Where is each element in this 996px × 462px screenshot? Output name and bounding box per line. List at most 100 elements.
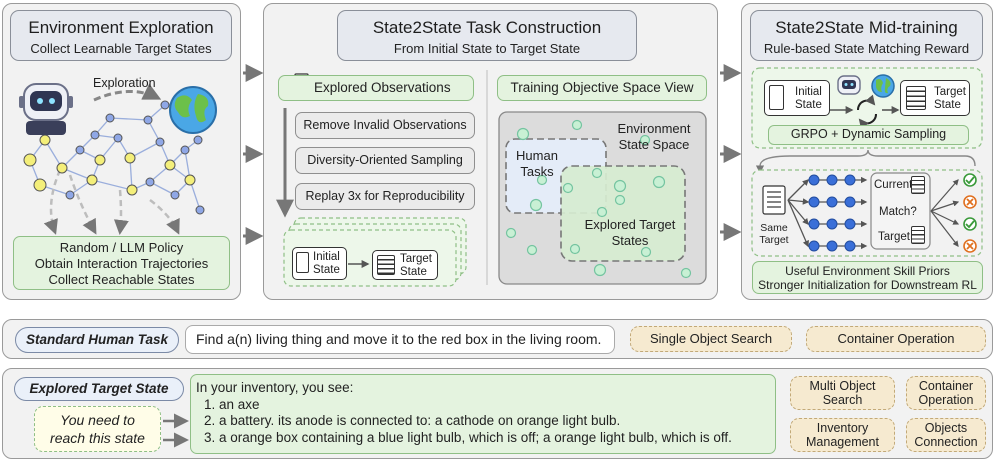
rollout-step [844,218,856,230]
policy-box: Random / LLM Policy Obtain Interaction T… [13,236,230,290]
cat-container-operation: Container Operation [806,326,986,352]
rollout-step [844,240,856,252]
step-diversity-sampling: Diversity-Oriented Sampling [295,147,475,174]
note-line: You need to [60,412,135,428]
grpo-box: GRPO + Dynamic Sampling [768,125,969,145]
state-dot [571,119,583,131]
target-state-label: Target State [400,253,432,278]
rollout-step [808,218,820,230]
priors-line: Stronger Initialization for Downstream R… [758,278,977,292]
graph-node [65,190,75,200]
state-dot [529,198,543,212]
list-icon-target [377,255,395,275]
explored-targets-label: Explored Target States [584,217,676,248]
state-dot [613,179,627,193]
cat-inventory-management: Inventory Management [790,418,895,452]
objective-view-label: Training Objective Space View [510,80,694,95]
graph-node [143,115,153,125]
state-dot [526,244,538,256]
state-dot [680,267,692,279]
human-task-text-box: Find a(n) living thing and move it to th… [185,325,615,354]
cat-line: Objects [924,421,968,435]
rollout-step [826,240,838,252]
match-current-doc-icon [911,176,925,194]
cat-single-object-search: Single Object Search [630,326,792,352]
graph-node [105,113,115,123]
panel3-title-box: State2State Mid-training Rule-based Stat… [750,10,983,61]
panel3-title: State2State Mid-training [775,18,958,37]
rollout-step [826,218,838,230]
cat-multi-object-search: Multi Object Search [790,376,895,410]
rollout-step [826,174,838,186]
note-line: reach this state [50,430,145,446]
check-icon [963,173,977,187]
priors-box: Useful Environment Skill Priors Stronger… [752,261,983,294]
panel2-title-box: State2State Task Construction From Initi… [337,10,637,61]
explored-target-state-tag: Explored Target State [14,377,184,401]
graph-node [126,184,138,196]
rollout-step [808,174,820,186]
objective-view-box: Training Objective Space View [497,75,707,101]
graph-node [124,152,136,164]
graph-node [33,178,47,192]
step-remove-invalid: Remove Invalid Observations [295,112,475,139]
graph-node [193,135,203,145]
cat-line: Management [806,435,879,449]
state-dot [596,206,608,218]
panel1-title: Environment Exploration [28,18,214,37]
reach-state-note: You need to reach this state [34,406,161,452]
target-document-icon [762,185,786,215]
cat-line: Connection [914,435,978,449]
graph-node [195,205,205,215]
panel1-title-box: Environment Exploration Collect Learnabl… [10,10,232,61]
globe-icon [169,86,217,134]
outcome-arrow [930,179,959,212]
human-task-text: Find a(n) living thing and move it to th… [196,331,602,347]
graph-edge [129,141,161,159]
graph-node [184,174,196,186]
cat-line: Operation [918,393,974,407]
p3-target-state-label: Target State [934,86,966,111]
check-mark [965,220,975,229]
graph-node [23,153,37,167]
state-dot [562,182,574,194]
outcome-arrow [930,210,959,247]
graph-edge [149,181,176,196]
graph-node [145,177,155,187]
exploration-label: Exploration [93,76,156,90]
state-dot [569,243,581,255]
robot-icon [19,83,73,135]
graph-node [113,133,123,143]
cat-objects-connection: Objects Connection [906,418,986,452]
graph-node [160,100,170,110]
policy-line: Random / LLM Policy [59,240,184,255]
cat-line: Container [918,379,974,393]
rollout-step [826,196,838,208]
rollout-step [808,240,820,252]
state-dot [593,263,607,277]
state-dot [536,174,548,186]
inventory-line: 2. a battery. its anode is connected to:… [204,413,621,428]
rollout-step [844,174,856,186]
panel1-subtitle: Collect Learnable Target States [30,41,212,56]
rollout-branch [787,199,809,248]
inventory-line: 1. an axe [204,396,260,412]
env-space-label: Environment State Space [617,121,691,152]
step-replay: Replay 3x for Reproducibility [295,183,475,210]
cat-container-operation-2: Container Operation [906,376,986,410]
graph-edge [91,179,133,191]
match-target-doc-icon [911,226,925,244]
cat-line: Inventory [816,421,869,435]
rollout-branch [787,179,809,201]
outcome-arrow [930,200,960,212]
p3-initial-state-label: Initial State [795,86,822,111]
match-label: Match? [879,206,917,218]
graph-node [180,145,190,155]
state-dot [516,127,530,141]
inventory-box: In your inventory, you see: 1. an axe 2.… [190,374,776,454]
cross-mark [966,198,974,206]
cycle-icon [856,94,878,130]
rollout-branch [787,198,810,205]
graph-node [56,162,68,174]
human-tasks-label: Human Tasks [516,148,558,179]
